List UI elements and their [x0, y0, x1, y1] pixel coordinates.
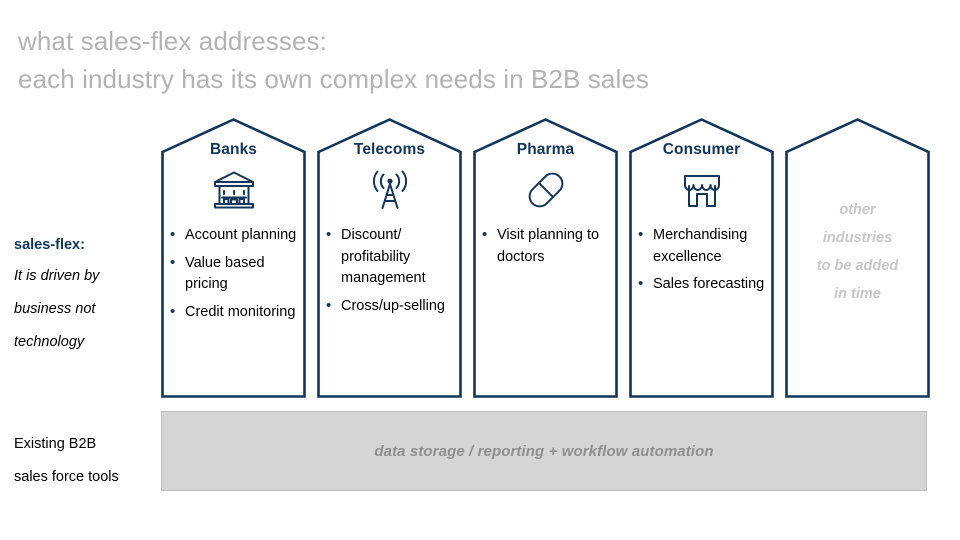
bank-building-icon — [161, 165, 306, 215]
bullet-item: Merchandising excellence — [636, 224, 772, 268]
industry-bullets-consumer: Merchandising excellence Sales forecasti… — [636, 224, 772, 302]
page-title-line-2: each industry has its own complex needs … — [18, 64, 649, 94]
page-title-line-1: what sales-flex addresses: — [18, 26, 327, 56]
sales-flex-line-3: technology — [14, 334, 85, 350]
industry-bullets-telecoms: Discount/ profitability management Cross… — [324, 224, 460, 323]
bullet-item: Sales forecasting — [636, 273, 772, 296]
sales-flex-line-1: It is driven by — [14, 268, 100, 284]
storefront-icon — [629, 165, 774, 215]
bullet-item: Discount/ profitability management — [324, 224, 460, 290]
industry-title-consumer: Consumer — [662, 141, 741, 158]
industry-title-banks: Banks — [209, 141, 258, 158]
industry-column-telecoms[interactable]: Telecoms Discount/ profitability manage — [317, 118, 462, 398]
pill-capsule-icon — [473, 165, 618, 215]
placeholder-line-2: industries — [822, 230, 893, 246]
radio-tower-icon — [317, 165, 462, 215]
industry-column-placeholder[interactable]: other industries to be added in time — [785, 118, 930, 398]
foundation-band-label: data storage / reporting + workflow auto… — [374, 442, 714, 460]
page-title: what sales-flex addresses: each industry… — [18, 22, 938, 98]
industry-column-pharma[interactable]: Pharma Visit planning to doctors — [473, 118, 618, 398]
existing-tools-label-group: Existing B2B sales force tools — [14, 428, 159, 494]
bullet-item: Value based pricing — [168, 252, 304, 296]
industry-title-pharma: Pharma — [516, 141, 575, 158]
placeholder-text: other industries to be added in time — [795, 196, 920, 308]
bullet-item: Credit monitoring — [168, 301, 304, 324]
sales-flex-line-2: business not — [14, 301, 96, 317]
existing-tools-line-2: sales force tools — [14, 469, 119, 485]
existing-tools-line-1: Existing B2B — [14, 436, 97, 452]
sales-flex-label-group: sales-flex: It is driven by business not… — [14, 230, 154, 359]
industry-bullets-banks: Account planning Value based pricing Cre… — [168, 224, 304, 329]
industry-bullets-pharma: Visit planning to doctors — [480, 224, 616, 274]
placeholder-line-3: to be added — [816, 258, 899, 274]
bullet-item: Cross/up-selling — [324, 295, 460, 318]
placeholder-line-4: in time — [834, 286, 881, 302]
bullet-item: Visit planning to doctors — [480, 224, 616, 268]
foundation-band[interactable]: data storage / reporting + workflow auto… — [161, 411, 927, 491]
bullet-item: Account planning — [168, 224, 304, 247]
industry-columns: Banks Account pla — [161, 118, 930, 398]
sales-flex-heading: sales-flex: — [14, 237, 85, 253]
industry-title-telecoms: Telecoms — [353, 141, 426, 158]
placeholder-line-1: other — [839, 202, 876, 218]
industry-column-consumer[interactable]: Consumer Merchandising excellence Sales … — [629, 118, 774, 398]
industry-column-banks[interactable]: Banks Account pla — [161, 118, 306, 398]
